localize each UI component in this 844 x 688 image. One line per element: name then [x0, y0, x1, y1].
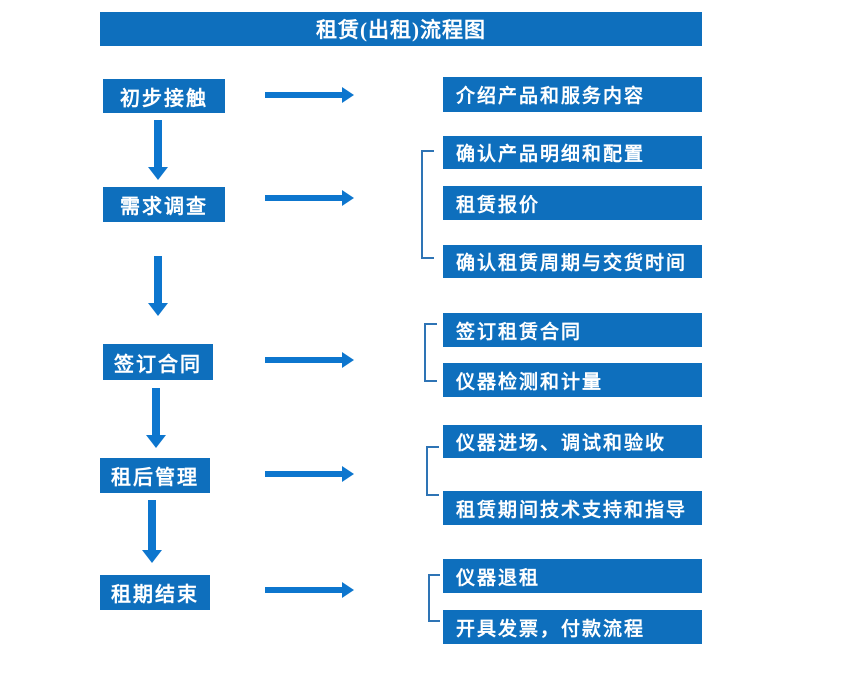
arrow-head	[342, 352, 354, 368]
step-box-rental-end: 租期结束	[100, 575, 210, 610]
right-arrow-5	[265, 582, 354, 598]
arrow-shaft	[154, 120, 162, 167]
group-bracket-sign-contract	[424, 323, 437, 382]
right-arrow-1	[265, 87, 354, 103]
detail-box-tech-support: 租赁期间技术支持和指导	[443, 491, 702, 525]
right-arrow-2	[265, 190, 354, 206]
arrow-shaft	[265, 92, 342, 98]
down-arrow-1	[148, 120, 168, 180]
arrow-head	[148, 167, 168, 180]
arrow-shaft	[265, 195, 342, 201]
arrow-head	[342, 87, 354, 103]
down-arrow-4	[142, 500, 162, 563]
detail-box-instrument-return: 仪器退租	[443, 559, 702, 593]
down-arrow-2	[148, 256, 168, 316]
step-box-sign-contract: 签订合同	[103, 344, 213, 380]
step-box-initial-contact: 初步接触	[103, 79, 225, 113]
group-bracket-post-rental-mgmt	[426, 446, 439, 496]
arrow-head	[342, 582, 354, 598]
group-bracket-demand-survey	[421, 150, 434, 259]
down-arrow-3	[146, 388, 166, 448]
diagram-title: 租赁(出租)流程图	[100, 12, 702, 46]
detail-box-confirm-period: 确认租赁周期与交货时间	[443, 245, 702, 278]
arrow-shaft	[265, 471, 342, 477]
detail-box-instrument-arrival: 仪器进场、调试和验收	[443, 425, 702, 458]
arrow-head	[342, 466, 354, 482]
arrow-shaft	[154, 256, 162, 303]
arrow-shaft	[265, 587, 342, 593]
right-arrow-3	[265, 352, 354, 368]
detail-box-sign-rental-contract: 签订租赁合同	[443, 313, 702, 347]
arrow-shaft	[148, 500, 156, 550]
detail-box-instrument-testing: 仪器检测和计量	[443, 363, 702, 397]
detail-box-invoice-payment: 开具发票，付款流程	[443, 610, 702, 644]
arrow-head	[142, 550, 162, 563]
right-arrow-4	[265, 466, 354, 482]
detail-box-introduce-products: 介绍产品和服务内容	[443, 77, 702, 112]
arrow-shaft	[265, 357, 342, 363]
group-bracket-rental-end	[428, 574, 440, 622]
arrow-shaft	[152, 388, 160, 435]
step-box-post-rental-mgmt: 租后管理	[100, 458, 210, 493]
arrow-head	[148, 303, 168, 316]
detail-box-confirm-config: 确认产品明细和配置	[443, 136, 702, 169]
step-box-demand-survey: 需求调查	[103, 187, 225, 222]
arrow-head	[146, 435, 166, 448]
arrow-head	[342, 190, 354, 206]
detail-box-rental-quote: 租赁报价	[443, 186, 702, 220]
